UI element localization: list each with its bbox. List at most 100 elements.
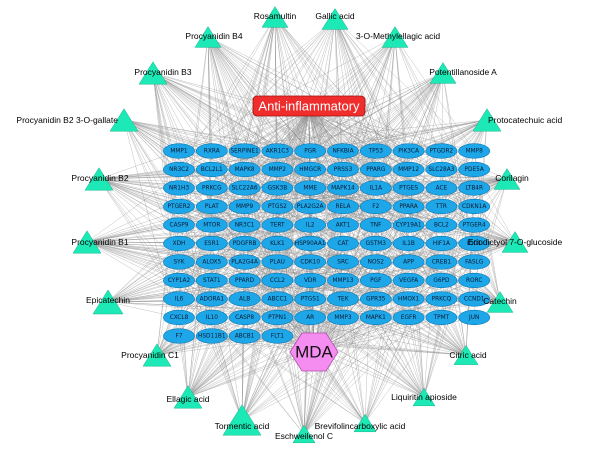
target-label: CCND1 bbox=[464, 296, 485, 302]
target-label: APP bbox=[403, 259, 414, 265]
edge bbox=[211, 335, 243, 421]
target-label: PGF bbox=[370, 278, 381, 284]
edge bbox=[334, 18, 442, 226]
target-ellipse bbox=[228, 309, 261, 326]
target-ellipse bbox=[294, 272, 327, 289]
target-node: CCND1 bbox=[458, 291, 491, 307]
target-node: MMP8 bbox=[458, 143, 491, 159]
target-node: SLC22A6 bbox=[228, 180, 261, 196]
target-node: TERT bbox=[261, 217, 294, 233]
compound-triangle bbox=[222, 404, 262, 436]
compound-node: Procyanidin B2 3-O-gallate bbox=[16, 108, 139, 132]
compound-node: Gallic acid bbox=[315, 8, 355, 30]
compound-triangle bbox=[173, 385, 203, 409]
target-label: CCL2 bbox=[270, 278, 285, 284]
target-ellipse bbox=[261, 291, 294, 307]
target-label: CREB1 bbox=[432, 259, 452, 265]
target-node: PTGER4 bbox=[458, 217, 491, 233]
target-node: PRSS3 bbox=[327, 161, 359, 178]
target-label: MMP8 bbox=[466, 148, 483, 154]
hub-edge bbox=[211, 109, 310, 300]
target-node: MMP13 bbox=[327, 272, 359, 289]
target-ellipse bbox=[359, 143, 392, 159]
compound-node: Brevifolincarboxylic acid bbox=[315, 413, 406, 433]
target-ellipse bbox=[195, 272, 228, 289]
target-label: SERPINE1 bbox=[230, 148, 259, 154]
target-label: PTGER4 bbox=[463, 222, 486, 228]
edge bbox=[107, 224, 212, 303]
target-node: CCL2 bbox=[261, 272, 294, 289]
anti-inflammatory-label: Anti-inflammatory bbox=[258, 99, 360, 114]
target-node: HIF1A bbox=[425, 235, 458, 252]
compound-node: Liquiritin apioside bbox=[391, 387, 457, 407]
target-node: CDKN1A bbox=[458, 198, 491, 215]
target-node: NR3C1 bbox=[228, 217, 261, 233]
edge bbox=[86, 241, 180, 281]
target-ellipse bbox=[261, 180, 294, 196]
target-label: HSD11B1 bbox=[198, 333, 226, 339]
edge bbox=[364, 317, 442, 424]
compound-node: Eschweilenol C bbox=[275, 424, 333, 444]
target-ellipse bbox=[425, 291, 458, 307]
target-ellipse bbox=[228, 143, 261, 159]
edge bbox=[156, 298, 180, 356]
edge bbox=[244, 36, 396, 152]
target-label: IL1A bbox=[370, 185, 383, 191]
target-node: RXRA bbox=[195, 143, 228, 159]
target-node: CDK10 bbox=[294, 254, 327, 270]
compound-node: Citric acid bbox=[449, 344, 487, 365]
target-label: PTGDR2 bbox=[430, 148, 454, 154]
mda-edge bbox=[211, 224, 315, 353]
compound-triangle bbox=[321, 8, 349, 30]
compound-label: Procyanidin B3 bbox=[134, 67, 191, 77]
target-label: RXRA bbox=[204, 148, 220, 154]
target-node: PLAT bbox=[195, 198, 228, 215]
target-ellipse bbox=[327, 309, 359, 326]
target-label: CYP1A2 bbox=[168, 278, 191, 284]
target-ellipse bbox=[228, 198, 261, 215]
target-label: PLA2G4A bbox=[231, 259, 258, 265]
mda-edge bbox=[178, 298, 315, 353]
target-ellipse bbox=[425, 198, 458, 215]
target-label: F2 bbox=[372, 204, 379, 210]
target-ellipse bbox=[228, 161, 261, 178]
target-label: IDO1 bbox=[467, 241, 482, 247]
hub-edge bbox=[277, 109, 310, 281]
target-node: FLT1 bbox=[261, 328, 294, 344]
target-node: PLA2G4A bbox=[228, 254, 261, 270]
edge bbox=[334, 18, 475, 189]
compound-triangle bbox=[92, 289, 124, 315]
target-label: PTGS2 bbox=[268, 204, 287, 210]
compound-node: Catechin bbox=[483, 291, 517, 313]
hub-edge bbox=[308, 109, 442, 152]
target-ellipse bbox=[163, 328, 195, 344]
target-label: NOS2 bbox=[368, 259, 385, 265]
target-ellipse bbox=[327, 272, 359, 289]
edge bbox=[375, 119, 488, 207]
target-label: SYK bbox=[173, 259, 184, 265]
target-ellipse bbox=[261, 328, 294, 344]
target-ellipse bbox=[163, 217, 195, 233]
target-node: ABCC1 bbox=[261, 291, 294, 307]
target-label: ADORA1 bbox=[200, 296, 225, 302]
compound-label: Procyanidin C1 bbox=[121, 350, 179, 360]
target-label: PPARG bbox=[366, 167, 386, 173]
edge bbox=[207, 36, 278, 152]
target-label: GSTM3 bbox=[366, 241, 387, 247]
edge bbox=[364, 243, 442, 424]
target-ellipse bbox=[425, 180, 458, 196]
compound-triangle bbox=[261, 6, 289, 28]
hub-edge bbox=[308, 109, 409, 263]
compound-triangle bbox=[353, 413, 377, 433]
target-label: HMGCR bbox=[299, 167, 321, 173]
target-node: PTGDR2 bbox=[425, 143, 458, 159]
compound-label: Citric acid bbox=[449, 350, 487, 360]
target-node: PPARG bbox=[359, 161, 392, 178]
edge bbox=[364, 261, 442, 424]
target-ellipse bbox=[195, 198, 228, 215]
mda-edge bbox=[313, 298, 442, 353]
target-ellipse bbox=[163, 235, 195, 252]
target-node: IDO1 bbox=[458, 235, 491, 252]
edge bbox=[86, 241, 376, 300]
target-label: AKR1C3 bbox=[266, 148, 290, 154]
